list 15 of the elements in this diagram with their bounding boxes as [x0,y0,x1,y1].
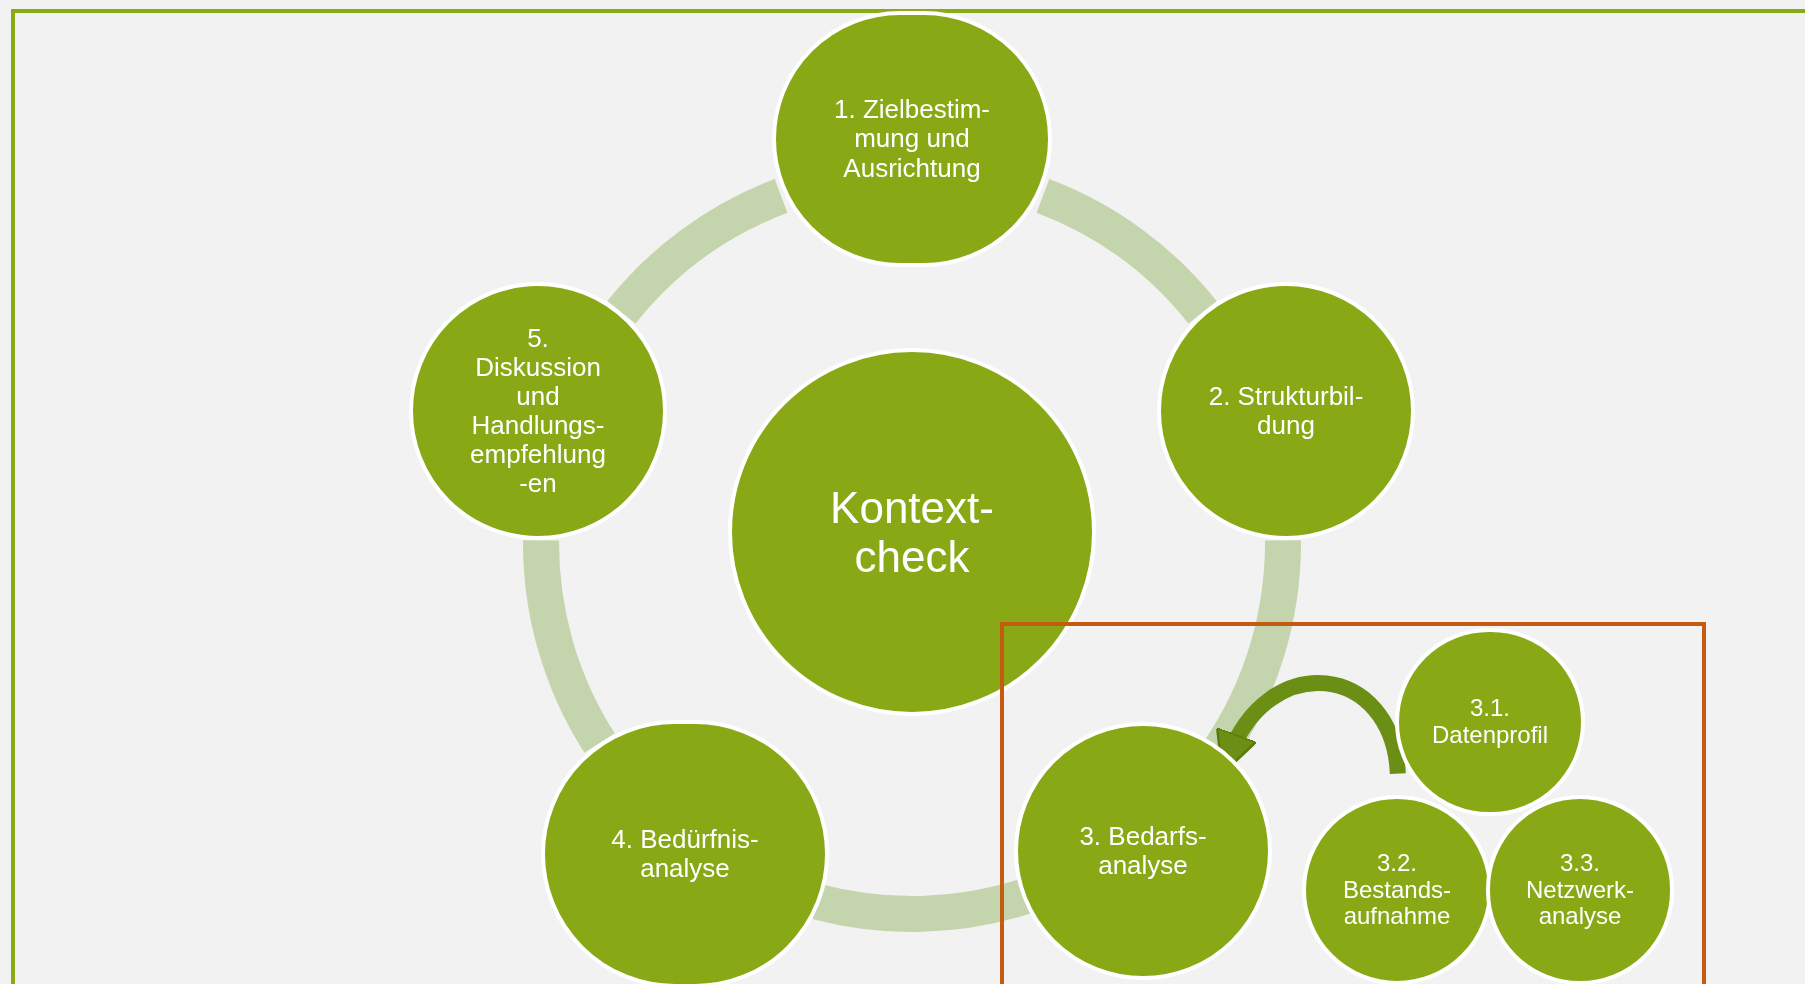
step-label: 4. Bedürfnis- analyse [610,824,760,884]
step-label: 3.1. Datenprofil [1430,695,1550,749]
curved-arrow [1218,675,1406,775]
step-label: 5. Diskussion und Handlungs- empfehlung -en [469,323,607,499]
step-label: Kontext- check [829,482,995,582]
cycle-band [813,878,1031,932]
step-label: 3.3. Netzwerk- analyse [1525,849,1635,931]
step-label: 1. Zielbestim- mung und Ausrichtung [832,95,992,183]
cycle-band [608,179,789,325]
step-label: 3.2. Bestands- aufnahme [1341,849,1453,931]
step-label: 3. Bedarfs- analyse [1078,821,1208,881]
group-frame [1000,622,1706,984]
cycle-band [1035,179,1216,325]
step-label: 2. Strukturbil- dung [1207,381,1365,441]
cycle-band [523,539,616,752]
